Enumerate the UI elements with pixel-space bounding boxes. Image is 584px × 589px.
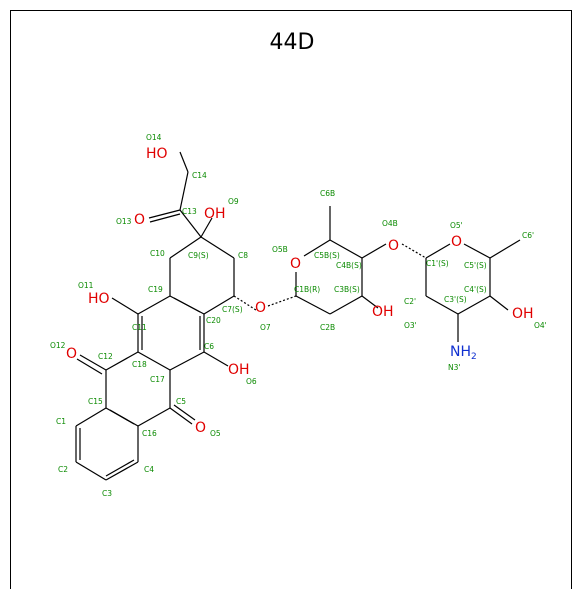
atom-label-o4b: O4B [382, 219, 398, 228]
atom-label-c9: C9(S) [188, 251, 209, 260]
atom-label-n3p: N3' [448, 363, 460, 372]
hetero-o13: O [134, 212, 145, 228]
atom-label-c4p: C4'(S) [464, 285, 487, 294]
bond-layer [75, 151, 521, 481]
atom-label-c1p: C1'(S) [426, 259, 449, 268]
atom-label-c16: C16 [142, 429, 157, 438]
atom-label-o3p: O3' [404, 321, 417, 330]
atom-label-c10: C10 [150, 249, 165, 258]
atom-label-c18: C18 [132, 360, 147, 369]
atom-label-o11: O11 [78, 281, 94, 290]
atom-label-c1b: C1B(R) [294, 285, 320, 294]
hetero-o5: O [195, 420, 206, 436]
atom-label-o14: O14 [146, 133, 162, 142]
hetero-oh-o6: OH [228, 362, 250, 378]
atom-label-c14: C14 [192, 171, 207, 180]
atom-label-o6: O6 [246, 377, 257, 386]
hetero-o12: O [66, 346, 77, 362]
atom-label-c13: C13 [182, 207, 197, 216]
atom-label-o9: O9 [228, 197, 239, 206]
atom-label-o5b: O5B [272, 245, 288, 254]
hetero-o5p: O [451, 234, 462, 250]
atom-label-c11: C11 [132, 323, 147, 332]
atom-label-c15: C15 [88, 397, 103, 406]
hetero-o4b: O [388, 238, 399, 254]
atom-label-c5p: C5'(S) [464, 261, 487, 270]
atom-label-c2b: C2B [320, 323, 335, 332]
atom-label-c17: C17 [150, 375, 165, 384]
atom-label-o4p: O4' [534, 321, 547, 330]
atom-label-o5: O5 [210, 429, 221, 438]
atom-label-o12: O12 [50, 341, 66, 350]
hetero-ho-o14: HO [146, 146, 168, 162]
hetero-oh-o9: OH [204, 206, 226, 222]
atom-label-c8: C8 [238, 251, 248, 260]
hetero-oh-o4p: OH [512, 306, 534, 322]
atom-label-c3p: C3'(S) [444, 295, 467, 304]
hetero-o7: O [255, 300, 266, 316]
hetero-ho-o11: HO [88, 291, 110, 307]
atom-label-c4b: C4B(S) [336, 261, 362, 270]
atom-label-layer: O14 C14 O9 C13 O13 C10 C9(S) C8 O11 C19 … [50, 133, 547, 498]
atom-label-c2: C2 [58, 465, 68, 474]
atom-label-c6p: C6' [522, 231, 534, 240]
molecule-title: 44D [269, 30, 315, 55]
hetero-nh2: NH2 [450, 344, 477, 362]
viewer-border [10, 10, 572, 589]
atom-label-c5: C5 [176, 397, 186, 406]
atom-label-c2p: C2' [404, 297, 416, 306]
hetero-oh-o3b: OH [372, 304, 394, 320]
atom-label-c6: C6 [204, 342, 214, 351]
atom-label-c6b: C6B [320, 189, 335, 198]
atom-label-o5p: O5' [450, 221, 463, 230]
atom-label-c3: C3 [102, 489, 112, 498]
atom-label-c20: C20 [206, 316, 221, 325]
atom-label-c19: C19 [148, 285, 163, 294]
atom-label-o7: O7 [260, 323, 271, 332]
atom-label-c3b: C3B(S) [334, 285, 360, 294]
atom-label-c5b: C5B(S) [314, 251, 340, 260]
atom-label-c12: C12 [98, 352, 113, 361]
heteroatom-layer: HO O OH HO O OH O O O OH O O OH NH2 [66, 146, 534, 436]
atom-label-o13: O13 [116, 217, 132, 226]
hetero-o5b: O [290, 256, 301, 272]
atom-label-c4: C4 [144, 465, 154, 474]
atom-label-c1: C1 [56, 417, 66, 426]
atom-label-c7: C7(S) [222, 305, 243, 314]
